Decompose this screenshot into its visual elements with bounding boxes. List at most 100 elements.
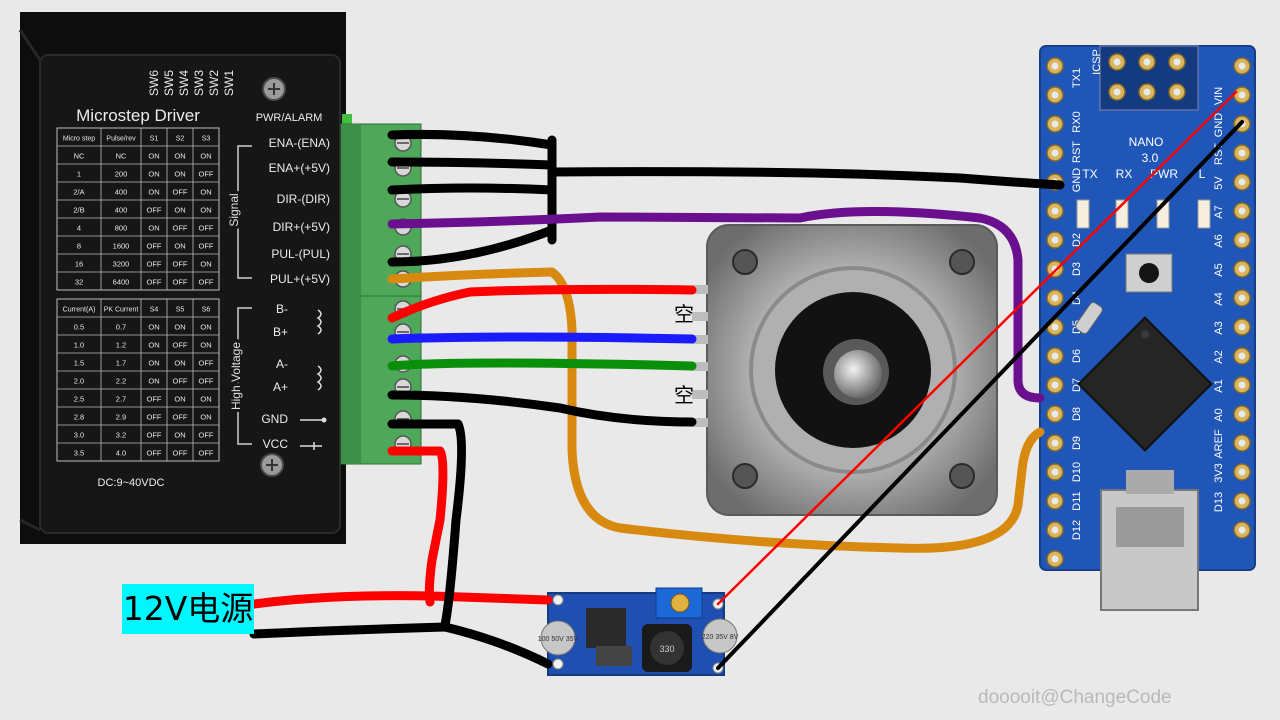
table-cell: ON <box>174 431 185 440</box>
table-cell: OFF <box>173 341 188 350</box>
table-header-cell: S4 <box>150 307 159 314</box>
pin-label: TX1 <box>1071 68 1083 88</box>
table-cell: OFF <box>199 431 214 440</box>
hv-group-label: High Voltage <box>229 342 243 410</box>
table-cell: 800 <box>115 224 128 233</box>
pin-label: D9 <box>1071 436 1083 450</box>
table-cell: ON <box>148 359 159 368</box>
switch-label: SW1 <box>222 70 236 96</box>
wire-a-plus <box>387 390 697 427</box>
wire-ena-plus <box>387 157 557 170</box>
table-cell: OFF <box>199 170 214 179</box>
pin-label: RX0 <box>1071 111 1083 132</box>
dc-range-label: DC:9~40VDC <box>98 477 165 489</box>
power-label-box <box>122 584 254 634</box>
mount-hole-icon <box>732 463 758 489</box>
table-cell: OFF <box>173 449 188 458</box>
table-cell: ON <box>174 242 185 251</box>
signal-group-label: Signal <box>227 193 241 226</box>
wire-ena-minus <box>387 129 557 150</box>
table-cell: 32 <box>75 278 83 287</box>
pin-label: AREF <box>1213 429 1225 459</box>
table-header-cell: S1 <box>150 136 159 143</box>
switch-label: SW3 <box>192 70 206 96</box>
table-cell: OFF <box>199 224 214 233</box>
switch-label: SW5 <box>162 70 176 96</box>
capacitor-out <box>702 618 738 654</box>
table-cell: ON <box>148 323 159 332</box>
pad-in-plus <box>552 594 564 606</box>
buck-converter: 330 100 50V 35V 220 35V 8V <box>538 587 739 676</box>
led-icon <box>1076 199 1090 229</box>
reset-button[interactable] <box>1125 253 1173 293</box>
table-header-cell: PK Current <box>104 307 139 314</box>
pin-label: A5 <box>1213 263 1225 276</box>
table-cell: 1 <box>77 170 81 179</box>
led-icon <box>1197 199 1211 229</box>
table-cell: OFF <box>147 278 162 287</box>
table-header-cell: S3 <box>202 136 211 143</box>
terminal-label: PUL-(PUL) <box>271 247 330 261</box>
table-header-cell: Current(A) <box>63 307 96 314</box>
table-cell: ON <box>200 323 211 332</box>
table-cell: 2.2 <box>116 377 126 386</box>
wire-pul-plus <box>387 267 1045 553</box>
terminal-label: ENA+(+5V) <box>269 161 330 175</box>
wire-a-minus <box>387 358 697 371</box>
table-cell: 200 <box>115 170 128 179</box>
switch-label: SW4 <box>177 70 191 96</box>
trim-screw-icon[interactable] <box>670 593 690 613</box>
mount-hole-icon <box>732 249 758 275</box>
mount-hole-icon <box>949 463 975 489</box>
terminal-label: B- <box>276 302 288 316</box>
table-cell: 6400 <box>113 278 130 287</box>
pin-label: VIN <box>1213 87 1225 105</box>
status-led-icon <box>342 114 352 126</box>
inductor-label: 330 <box>659 644 674 654</box>
table-cell: NC <box>116 152 127 161</box>
table-cell: ON <box>174 395 185 404</box>
table-cell: OFF <box>199 377 214 386</box>
table-cell: ON <box>174 359 185 368</box>
switch-label: SW6 <box>147 70 161 96</box>
table-cell: ON <box>174 152 185 161</box>
table-cell: 4 <box>77 224 81 233</box>
table-cell: OFF <box>147 206 162 215</box>
table-cell: ON <box>200 152 211 161</box>
table-cell: ON <box>200 413 211 422</box>
led-label: TX <box>1082 167 1097 181</box>
led-label: L <box>1199 167 1206 181</box>
table-cell: 1.2 <box>116 341 126 350</box>
table-cell: OFF <box>147 431 162 440</box>
driver-body <box>39 54 341 534</box>
table-cell: ON <box>148 152 159 161</box>
table-cell: 4.0 <box>116 449 126 458</box>
wire-power-negative <box>249 419 553 669</box>
motor-shaft <box>834 350 882 398</box>
table-cell: OFF <box>199 278 214 287</box>
coil-a-icon <box>316 365 322 391</box>
pin-label: 3V3 <box>1213 463 1225 483</box>
switch-label: SW2 <box>207 70 221 96</box>
table-cell: OFF <box>173 260 188 269</box>
table-cell: 2.9 <box>116 413 126 422</box>
terminal-label: A+ <box>273 380 288 394</box>
table-cell: 3200 <box>113 260 130 269</box>
pin-label: D12 <box>1071 520 1083 540</box>
pin-label: D8 <box>1071 407 1083 421</box>
table-cell: ON <box>148 377 159 386</box>
vcc-icon <box>300 442 322 450</box>
led-label: RX <box>1116 167 1133 181</box>
table-cell: 400 <box>115 206 128 215</box>
table-cell: OFF <box>147 413 162 422</box>
wire-dir-plus <box>387 207 1045 403</box>
mcu-chip <box>1077 316 1213 452</box>
mount-hole-icon <box>949 249 975 275</box>
table-cell: 1.0 <box>74 341 84 350</box>
terminal-label: A- <box>276 357 288 371</box>
table-cell: 2/A <box>73 188 84 197</box>
pin-label: D13 <box>1213 492 1225 512</box>
